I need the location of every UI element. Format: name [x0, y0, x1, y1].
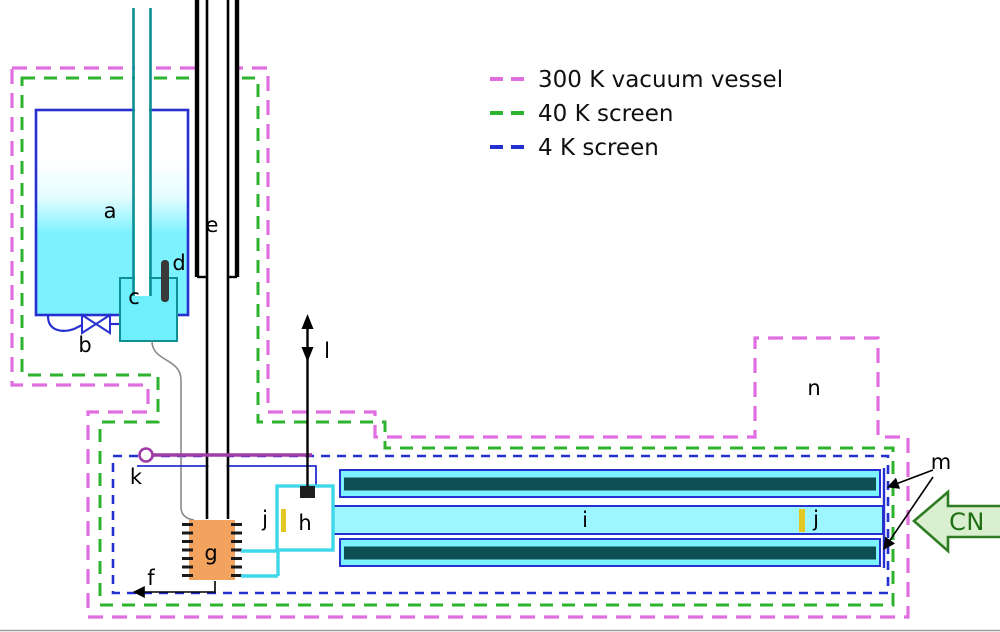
fill-tube — [132, 8, 152, 296]
legend: 300 K vacuum vessel 40 K screen 4 K scre… — [490, 67, 783, 161]
label-i: i — [582, 508, 588, 532]
legend-label-40k: 40 K screen — [538, 101, 673, 127]
actuator-rod — [301, 314, 314, 498]
label-j-right: j — [812, 507, 819, 531]
window-right — [799, 509, 805, 532]
up-arrow-icon — [301, 314, 314, 329]
f-pointer-line — [132, 581, 216, 598]
label-l: l — [324, 339, 330, 363]
upper-screen-bar — [339, 469, 881, 498]
cell-top-plug — [300, 486, 315, 498]
legend-label-4k: 4 K screen — [538, 135, 659, 161]
label-f: f — [147, 566, 155, 590]
label-m: m — [931, 450, 951, 474]
label-j-left: j — [261, 507, 268, 531]
label-d: d — [172, 251, 185, 275]
feedthrough-line — [137, 465, 317, 486]
down-arrow-icon — [301, 347, 314, 362]
part-labels: a b c d e f g h i j j k l m n — [78, 199, 951, 590]
label-n: n — [807, 376, 820, 400]
capillary-line — [151, 340, 195, 521]
legend-label-300k: 300 K vacuum vessel — [538, 67, 783, 93]
heat-exchanger — [182, 520, 242, 580]
label-k: k — [130, 465, 143, 489]
legend-item-40k-screen: 40 K screen — [490, 101, 673, 127]
lower-screen-bar — [339, 538, 881, 567]
vacuum-vessel-outline — [10, 66, 910, 619]
heat-exchanger-fins — [182, 523, 242, 577]
transfer-line — [138, 447, 312, 463]
label-b: b — [78, 333, 91, 357]
label-a: a — [104, 199, 117, 223]
label-g: g — [204, 541, 217, 565]
valve — [81, 313, 111, 335]
label-e: e — [206, 213, 219, 237]
m-pointer-arrows — [883, 469, 934, 550]
cn-beam-arrow: CN — [912, 489, 1000, 554]
screen-4k-outline — [111, 454, 890, 595]
sensor-rod — [161, 260, 169, 302]
connecting-duct — [241, 549, 280, 578]
cn-label: CN — [949, 508, 985, 536]
window-left — [281, 509, 286, 532]
label-c: c — [128, 285, 140, 309]
legend-item-4k-screen: 4 K screen — [490, 135, 659, 161]
screen-40k-outline — [20, 76, 895, 607]
pumping-tube — [194, 0, 240, 519]
legend-item-vacuum-vessel: 300 K vacuum vessel — [490, 67, 783, 93]
transfer-line-end — [138, 447, 154, 463]
label-h: h — [298, 511, 311, 535]
